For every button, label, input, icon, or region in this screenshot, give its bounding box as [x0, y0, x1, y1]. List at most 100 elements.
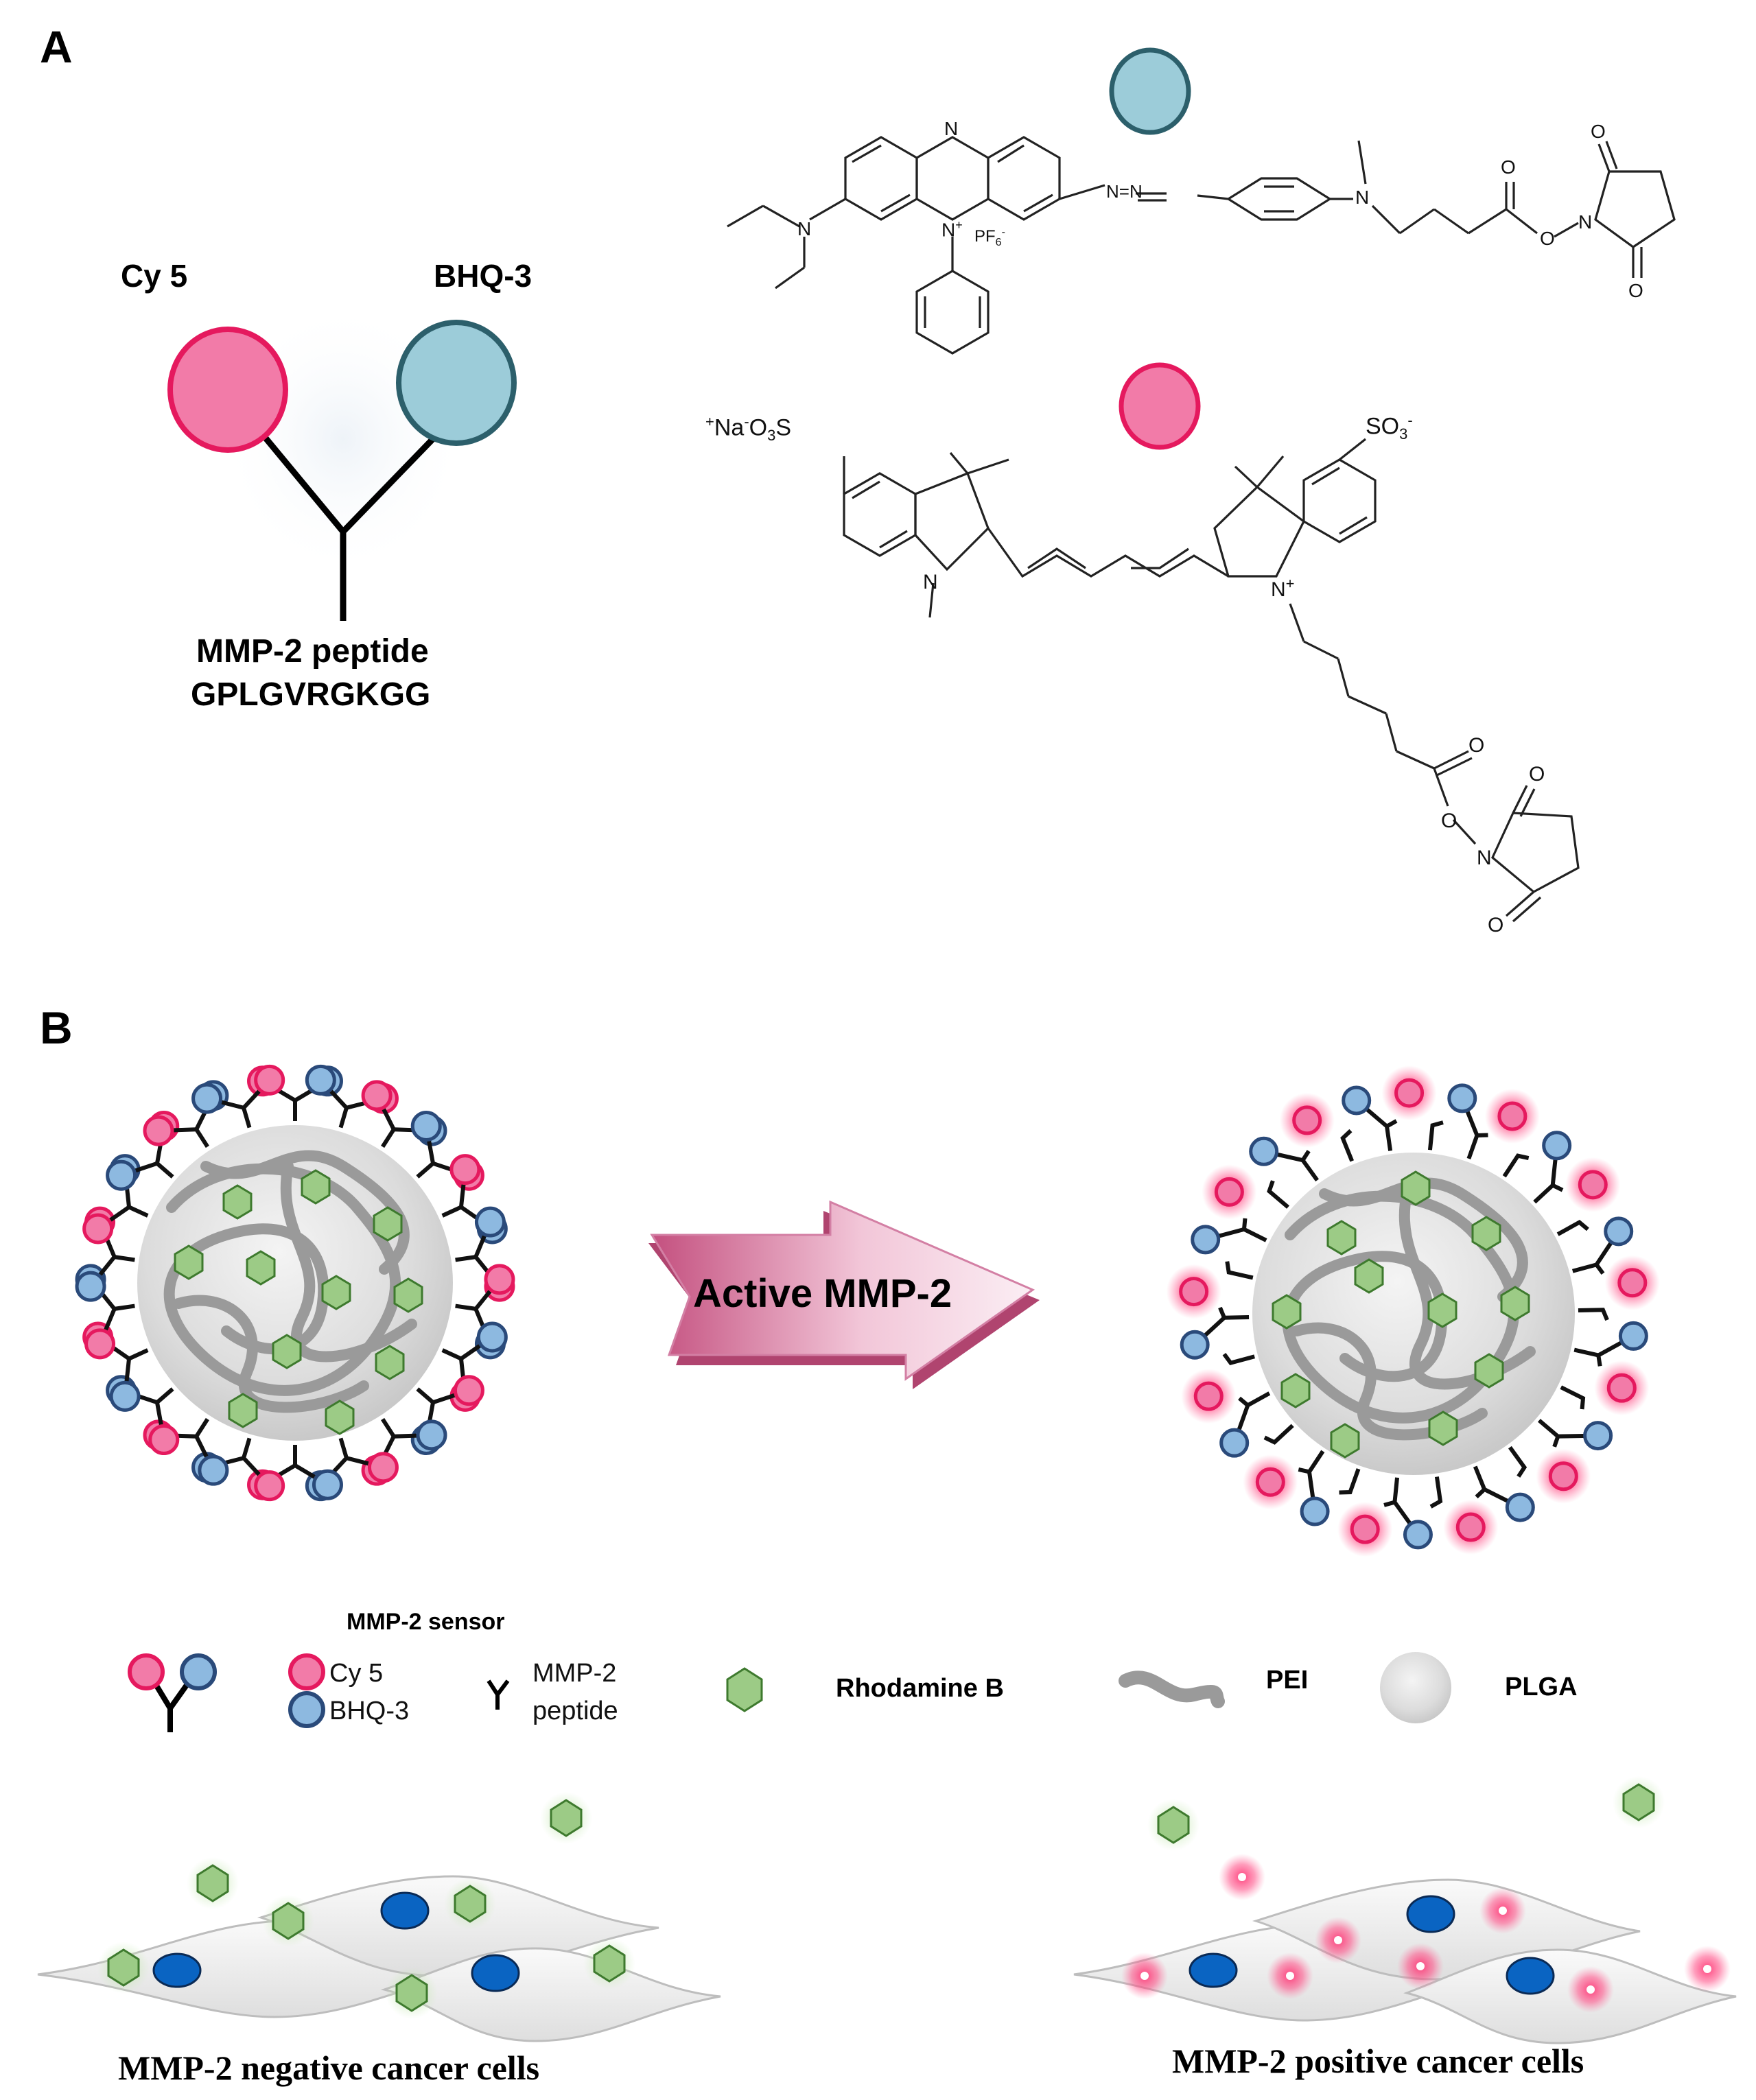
bhq3-ring-left: [844, 136, 918, 221]
cy5-polymethine: [987, 528, 1229, 578]
cy5-atom-o-imide2: O: [1488, 914, 1504, 936]
np-right-sensors: [1166, 1065, 1660, 1557]
peptide-sequence: GPLGVRGKGG: [191, 676, 431, 713]
bhq3-atom-n-amine: N: [797, 218, 812, 239]
sensor-cleaved: [1383, 1477, 1433, 1550]
cy5-pyrrole-left: [914, 471, 990, 571]
cy5-ring-right: [1302, 458, 1377, 543]
released-cy5-glow: [1121, 1854, 1731, 2013]
cy5-structure: [843, 438, 1580, 923]
legend-pei-icon: [1119, 1671, 1225, 1708]
bhq3-structure: [727, 136, 1676, 355]
sensor-cleaved: [1166, 1261, 1254, 1319]
legend-peptide-line2: peptide: [532, 1697, 618, 1725]
legend-cy5-icon: [288, 1653, 325, 1690]
legend-peptide-icon: [487, 1679, 510, 1710]
legend-bhq3-label: BHQ-3: [329, 1697, 410, 1725]
sensor-cleaved: [1484, 1088, 1540, 1178]
legend-sensor-icon: [128, 1653, 217, 1732]
cy5-n-right-charge: +: [1285, 575, 1295, 592]
nucleus-neg-1: [152, 1952, 202, 1988]
bhq3-structure-marker: [1109, 47, 1191, 135]
cy5-ring-left: [843, 472, 917, 557]
sensor-cleaved: [1342, 1085, 1398, 1151]
sensor-cleaved: [1279, 1092, 1355, 1162]
bhq3-benzene: [1226, 177, 1333, 221]
np-left-rhodamine: [174, 1169, 423, 1435]
bhq3-ring-middle: [915, 136, 990, 221]
bhq3-azo: N=N: [1106, 181, 1143, 202]
cy5-atom-n-left: N: [923, 571, 938, 593]
sensor-cleaved: [1298, 1450, 1330, 1526]
cy5-atom-o-ester: O: [1441, 810, 1458, 832]
np-left-sensors: [75, 1064, 515, 1502]
np-right-rhodamine: [1272, 1170, 1530, 1459]
nucleus-pos-1: [1189, 1952, 1238, 1988]
caption-negative: MMP-2 negative cancer cells: [118, 2049, 540, 2087]
legend-rhodamine-icon: [726, 1667, 763, 1712]
sensor-cleaved: [1191, 1218, 1267, 1255]
sensor-cleaved: [1249, 1136, 1320, 1182]
bhq3-ring-right: [987, 136, 1061, 221]
sensor-cleaved: [1556, 1157, 1621, 1236]
legend: [128, 1652, 1451, 1732]
nucleus-pos-2: [1406, 1895, 1455, 1933]
cy5-n-right-text: N: [1271, 578, 1286, 601]
bhq3-counterion-text: PF: [974, 227, 996, 246]
np-left: [75, 1064, 515, 1502]
np-left-pei-chains: [163, 1150, 417, 1413]
sensor-cleaved: [1537, 1419, 1613, 1451]
bhq3-atom-o-carbonyl: O: [1501, 156, 1516, 178]
cy5-ball: [167, 327, 288, 453]
legend-plga-label: PLGA: [1505, 1673, 1578, 1701]
sensor-schematic: [167, 302, 517, 621]
sensor-cleaved: [1181, 1352, 1255, 1424]
sensor-cleaved: [1473, 1465, 1535, 1522]
bhq3-ball: [396, 320, 517, 446]
sensor-cleaved: [1243, 1424, 1298, 1510]
legend-title: MMP-2 sensor: [347, 1609, 505, 1635]
sensor-cleaved: [1337, 1468, 1393, 1557]
nucleus-pos-3: [1506, 1957, 1555, 1995]
sensor-cleaved: [1560, 1360, 1650, 1416]
cy5-atom-n-imide: N: [1477, 847, 1492, 869]
peptide-arm-right: [340, 423, 449, 534]
bhq3-atom-n-cation: N+: [941, 218, 963, 241]
bhq3-atom-o-imide2: O: [1628, 280, 1643, 301]
bhq3-succinimide: [1594, 170, 1676, 248]
free-rhodamine-right: [1147, 1776, 1665, 1851]
bhq3-counterion: PF6-: [974, 226, 1005, 249]
cy5-atom-o-carbonyl: O: [1468, 734, 1485, 757]
peptide-arm-left: [258, 430, 346, 534]
bhq3-atom-n-chain: N: [1355, 187, 1370, 208]
sensor-cleaved: [1180, 1306, 1250, 1360]
bhq3-atom-n-imide: N: [1578, 211, 1593, 233]
legend-bhq3-icon: [288, 1691, 325, 1728]
sensor-cleaved: [1429, 1476, 1499, 1555]
bhq3-label: BHQ-3: [434, 258, 532, 294]
legend-pei-label: PEI: [1266, 1666, 1309, 1695]
np-right: [1166, 1065, 1660, 1557]
active-mmp2-arrow: [648, 1200, 1040, 1389]
sensor-cleaved: [1572, 1216, 1634, 1275]
cy5-succinimide: [1491, 812, 1580, 893]
cy5-atom-o-imide1: O: [1529, 763, 1545, 786]
bhq3-atom-o-ester: O: [1540, 228, 1555, 249]
cy5-sulfonate-right: SO3-: [1366, 412, 1413, 443]
sensor-cleaved: [1202, 1164, 1290, 1220]
arrow-label: Active MMP-2: [693, 1271, 952, 1316]
bhq3-atom-o-imide1: O: [1591, 121, 1606, 142]
sensor-cleaved: [1508, 1446, 1591, 1504]
nucleus-neg-3: [471, 1954, 520, 1992]
free-rhodamine-left: [97, 1792, 635, 2019]
cy5-structure-marker: [1119, 362, 1201, 450]
sensor-intact: [191, 1064, 285, 1129]
sensor-cleaved: [1573, 1321, 1648, 1367]
nucleus-neg-2: [380, 1891, 430, 1930]
legend-plga-icon: [1380, 1652, 1451, 1723]
legend-cy5-label: Cy 5: [329, 1659, 384, 1688]
caption-positive: MMP-2 positive cancer cells: [1172, 2042, 1584, 2080]
peptide-title: MMP-2 peptide: [196, 633, 429, 670]
cells-negative: [37, 1792, 721, 2042]
bhq3-atom-n-ring: N: [944, 118, 959, 139]
